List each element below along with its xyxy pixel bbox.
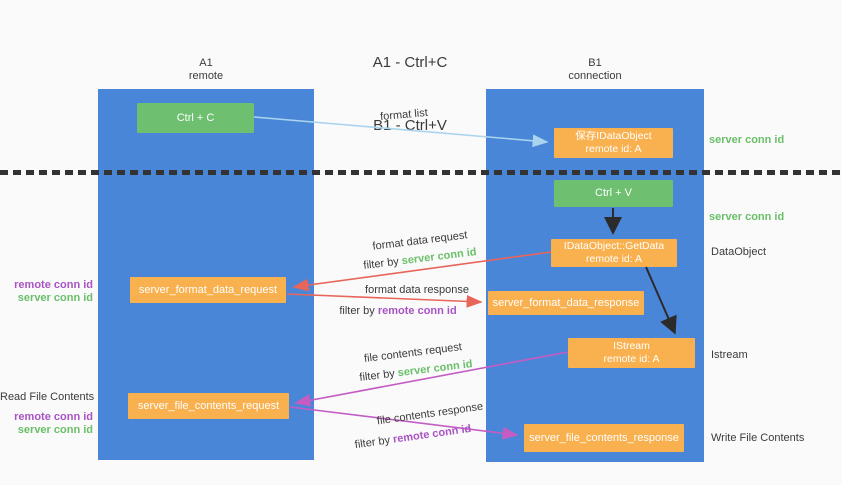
filter-by-text: filter by: [354, 434, 391, 452]
node-istream-line1: IStream: [613, 340, 650, 352]
node-server-file-contents-response: server_file_contents_response: [524, 424, 684, 452]
label-format-data-response: format data response: [365, 284, 469, 296]
node-server-format-data-request-label: server_format_data_request: [138, 283, 278, 296]
server-conn-id-text: server conn id: [397, 358, 474, 380]
label-remote-conn-id-left-2: remote conn id: [14, 411, 93, 423]
diagram-title: A1 - Ctrl+C B1 - Ctrl+V: [310, 10, 510, 178]
filter-by-text: filter by: [358, 367, 396, 384]
lane-header-a1: A1 remote: [146, 57, 266, 83]
label-server-conn-id-left-2: server conn id: [17, 424, 93, 436]
node-idataobject-getdata: IDataObject::GetData remote id: A: [551, 239, 677, 267]
node-save-idataobject: 保存IDataObject remote id: A: [554, 128, 673, 158]
node-server-format-data-request: server_format_data_request: [130, 277, 286, 303]
label-istream: Istream: [711, 349, 748, 361]
label-remote-conn-id-left-1: remote conn id: [14, 279, 93, 291]
filter-by-text: filter by: [339, 305, 375, 317]
remote-conn-id-text: remote conn id: [377, 305, 457, 317]
node-server-file-contents-request: server_file_contents_request: [128, 393, 289, 419]
label-server-conn-id-left-1: server conn id: [17, 292, 93, 304]
dashed-divider-line: [0, 170, 842, 175]
lane-b1-role: connection: [568, 70, 622, 82]
lane-a1-id: A1: [199, 57, 213, 69]
label-read-file-contents: Read File Contents: [0, 391, 95, 403]
label-server-conn-id-right-1: server conn id: [709, 134, 785, 146]
title-line-1: A1 - Ctrl+C: [372, 54, 448, 71]
label-dataobject: DataObject: [711, 246, 767, 258]
lane-a1-role: remote: [188, 70, 224, 82]
node-server-format-data-response: server_format_data_response: [488, 291, 644, 315]
node-save-idataobject-line1: 保存IDataObject: [575, 130, 652, 142]
label-write-file-contents: Write File Contents: [711, 432, 805, 444]
lane-b1-id: B1: [588, 57, 602, 69]
node-istream: IStream remote id: A: [568, 338, 695, 368]
node-ctrl-v-label: Ctrl + V: [595, 187, 632, 199]
node-idataobject-getdata-line1: IDataObject::GetData: [563, 240, 665, 252]
label-filter-by-remote-conn-id-2: filter by remote conn id: [354, 423, 472, 451]
lane-header-b1: B1 connection: [535, 57, 655, 83]
node-server-file-contents-response-label: server_file_contents_response: [529, 431, 679, 444]
filter-by-text: filter by: [362, 255, 400, 272]
label-filter-by-remote-conn-id-1: filter by remote conn id: [339, 305, 456, 317]
server-conn-id-text: server conn id: [401, 246, 478, 268]
node-ctrl-c: Ctrl + C: [137, 103, 254, 133]
node-server-file-contents-request-label: server_file_contents_request: [137, 399, 280, 412]
node-ctrl-c-label: Ctrl + C: [176, 111, 215, 124]
node-ctrl-v: Ctrl + V: [554, 180, 673, 207]
node-istream-line2: remote id: A: [603, 353, 660, 365]
remote-conn-id-text: remote conn id: [392, 422, 472, 446]
node-idataobject-getdata-line2: remote id: A: [585, 253, 643, 265]
label-server-conn-id-right-2: server conn id: [709, 211, 785, 223]
node-save-idataobject-line2: remote id: A: [585, 143, 642, 155]
node-server-format-data-response-label: server_format_data_response: [492, 296, 640, 309]
